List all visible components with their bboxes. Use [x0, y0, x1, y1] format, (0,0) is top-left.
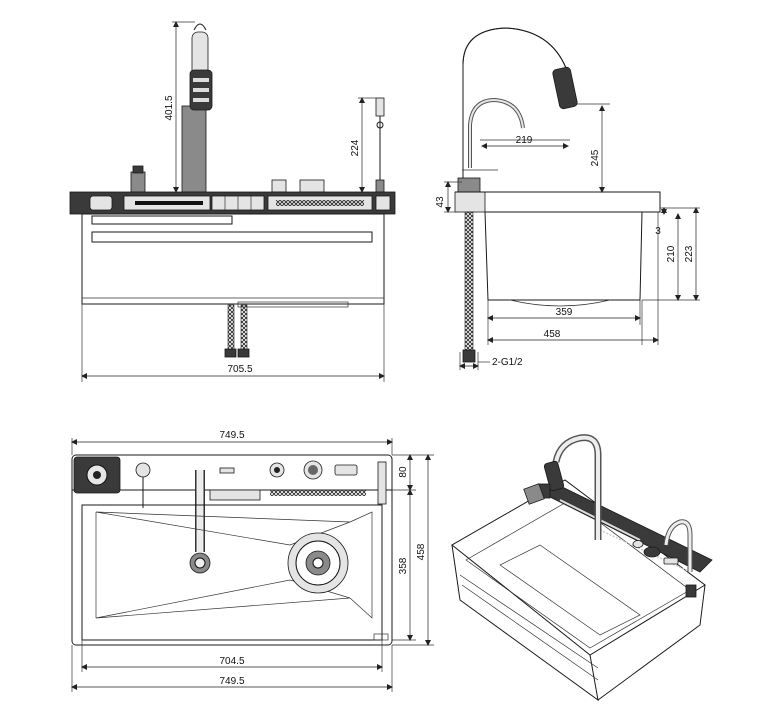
dim-deck-depth: 80 [398, 466, 409, 478]
dim-sprayer-height: 224 [350, 139, 361, 156]
dimension-faucet-height: 401.5 [164, 21, 195, 193]
dim-spout-height: 245 [590, 149, 601, 166]
top-view: 749.5 80 358 458 704.5 749.5 [71, 430, 434, 692]
dim-hose-thread: 2-G1/2 [492, 357, 523, 368]
faucet-front [181, 23, 213, 193]
dim-top-width-lower: 749.5 [219, 676, 244, 687]
dim-front-width: 705.5 [227, 364, 252, 375]
dim-deck-height: 43 [435, 196, 446, 208]
soap-dispenser-front [130, 165, 146, 193]
faucet-body [181, 105, 207, 193]
dim-spout-reach: 219 [516, 135, 533, 146]
dim-total-depth: 223 [684, 245, 695, 262]
dim-bowl-depth: 210 [666, 245, 677, 262]
dim-bottom-width: 359 [556, 307, 573, 318]
side-view: 219 245 43 3 210 223 359 458 2-G1/2 [435, 27, 700, 370]
dim-bowl-length: 358 [398, 557, 409, 574]
spray-head-side [552, 66, 578, 110]
control-front [299, 179, 325, 193]
dimension-sprayer-height: 224 [350, 97, 376, 193]
dim-top-total-depth: 458 [416, 543, 427, 560]
dimension-front-width: 705.5 [81, 304, 385, 382]
sink-basin-front [81, 213, 385, 305]
knob-front [271, 179, 287, 193]
sink-outline-top [71, 454, 393, 646]
isometric-view [451, 434, 713, 702]
front-view: 401.5 224 705.5 [69, 21, 396, 382]
dim-top-width: 458 [544, 329, 561, 340]
dim-bowl-width: 704.5 [219, 656, 244, 667]
dim-faucet-height: 401.5 [164, 95, 175, 120]
dim-top-width-upper: 749.5 [219, 430, 244, 441]
sprayer-front [375, 97, 385, 193]
